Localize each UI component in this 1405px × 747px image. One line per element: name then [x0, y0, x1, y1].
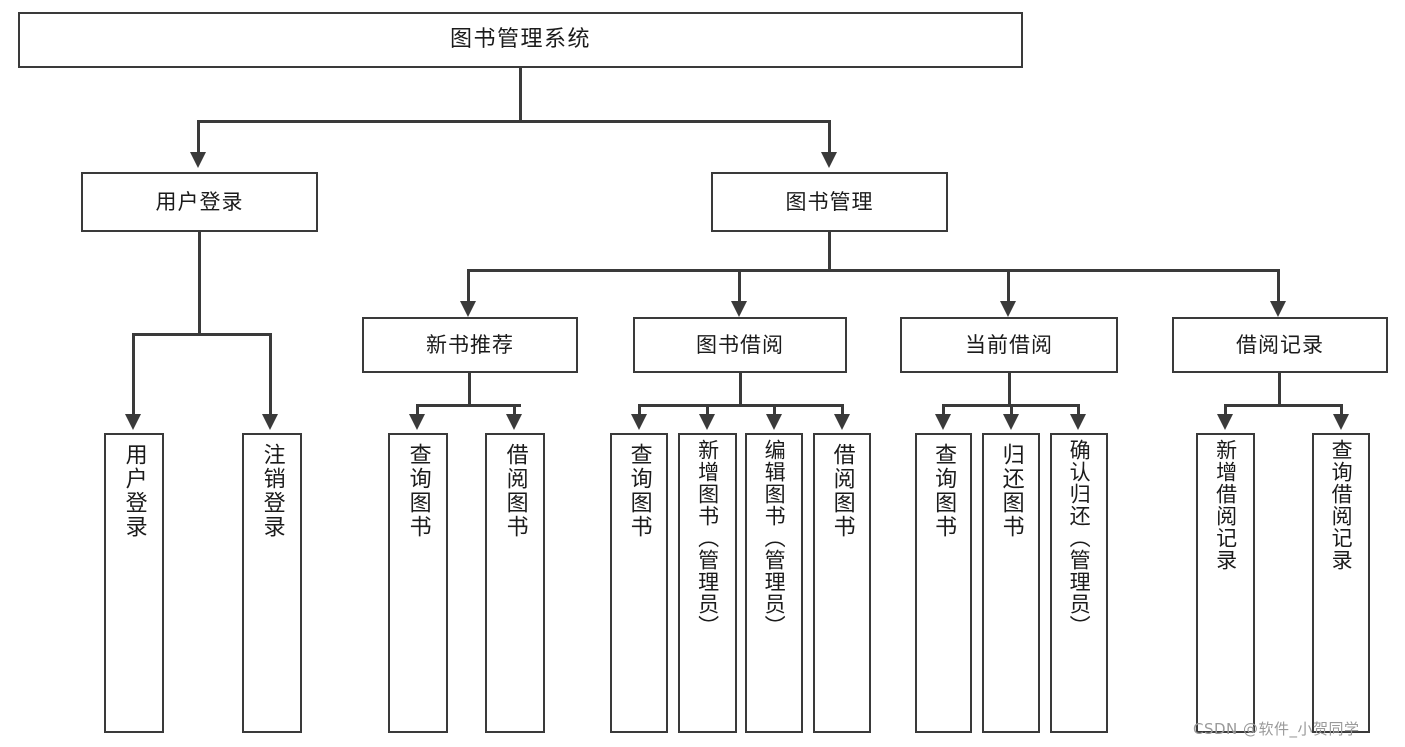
node-label: 归还图书 [998, 443, 1024, 539]
node-user-login[interactable]: 用户登录 [81, 172, 318, 232]
node-leaf-borrow-book-recommend[interactable]: 借阅图书 [485, 433, 545, 733]
connector-level2-bus [197, 120, 831, 123]
node-label: 新书推荐 [426, 332, 514, 357]
node-label: 新增借阅记录 [1213, 439, 1238, 571]
connector-borrow-record-bus [1224, 404, 1342, 407]
node-leaf-query-borrow-record[interactable]: 查询借阅记录 [1312, 433, 1370, 733]
node-label: 用户登录 [121, 443, 147, 539]
node-label: 借阅图书 [829, 443, 855, 539]
connector-current-borrow-stem [1008, 373, 1011, 407]
arrowhead-return-book [1003, 414, 1019, 430]
connector-drop-new-book [467, 269, 470, 303]
node-leaf-return-book[interactable]: 归还图书 [982, 433, 1040, 733]
node-book-management[interactable]: 图书管理 [711, 172, 948, 232]
node-label: 编辑图书（管理员） [762, 439, 787, 637]
node-label: 查询图书 [405, 443, 431, 539]
node-leaf-logout-login[interactable]: 注销登录 [242, 433, 302, 733]
connector-drop-leaf-logout [269, 333, 272, 416]
node-label: 用户登录 [155, 189, 244, 214]
node-book-borrow[interactable]: 图书借阅 [633, 317, 847, 373]
node-borrow-record[interactable]: 借阅记录 [1172, 317, 1388, 373]
node-label: 图书借阅 [696, 332, 784, 357]
node-leaf-query-book-borrow[interactable]: 查询图书 [610, 433, 668, 733]
watermark-text: CSDN @软件_小贺同学 [1193, 720, 1360, 738]
node-label: 查询图书 [931, 443, 957, 539]
arrowhead-edit-book [766, 414, 782, 430]
connector-drop-query-book-2 [638, 404, 641, 416]
node-leaf-query-book-recommend[interactable]: 查询图书 [388, 433, 448, 733]
arrowhead-add-record [1217, 414, 1233, 430]
arrowhead-confirm-return [1070, 414, 1086, 430]
arrowhead-borrow-record [1270, 301, 1286, 317]
node-leaf-edit-book-admin[interactable]: 编辑图书（管理员） [745, 433, 803, 733]
arrowhead-query-book-1 [409, 414, 425, 430]
connector-drop-book-borrow [738, 269, 741, 303]
arrowhead-book-manage [821, 152, 837, 168]
node-label: 图书管理 [785, 189, 874, 214]
connector-root-stem [519, 68, 522, 122]
connector-drop-leaf-user-login [132, 333, 135, 416]
arrowhead-leaf-user-login [125, 414, 141, 430]
node-current-borrow[interactable]: 当前借阅 [900, 317, 1118, 373]
node-leaf-confirm-return-admin[interactable]: 确认归还（管理员） [1050, 433, 1108, 733]
node-leaf-query-book-current[interactable]: 查询图书 [915, 433, 972, 733]
connector-book-manage-stem [828, 232, 831, 272]
node-label: 查询图书 [626, 443, 652, 539]
connector-borrow-record-stem [1278, 373, 1281, 407]
connector-drop-add-record [1224, 404, 1227, 416]
connector-level3-bus [467, 269, 1279, 272]
connector-drop-return-book [1010, 404, 1013, 416]
connector-new-book-stem [468, 373, 471, 407]
arrowhead-query-record [1333, 414, 1349, 430]
arrowhead-query-book-3 [935, 414, 951, 430]
arrowhead-new-book [460, 301, 476, 317]
node-label: 图书管理系统 [449, 27, 591, 53]
connector-drop-edit-book [773, 404, 776, 416]
connector-drop-borrow-book-1 [513, 404, 516, 416]
connector-drop-current-borrow [1007, 269, 1010, 303]
connector-drop-borrow-record [1277, 269, 1280, 303]
connector-drop-query-record [1340, 404, 1343, 416]
node-label: 注销登录 [259, 443, 285, 539]
node-leaf-add-book-admin[interactable]: 新增图书（管理员） [678, 433, 737, 733]
arrowhead-book-borrow [731, 301, 747, 317]
node-new-book-recommend[interactable]: 新书推荐 [362, 317, 578, 373]
node-leaf-borrow-book-borrow[interactable]: 借阅图书 [813, 433, 871, 733]
connector-drop-user-login [197, 120, 200, 154]
node-book-management-system[interactable]: 图书管理系统 [18, 12, 1023, 68]
arrowhead-add-book [699, 414, 715, 430]
node-label: 借阅记录 [1236, 332, 1324, 357]
arrowhead-user-login [190, 152, 206, 168]
arrowhead-query-book-2 [631, 414, 647, 430]
node-label: 借阅图书 [502, 443, 528, 539]
node-leaf-user-login[interactable]: 用户登录 [104, 433, 164, 733]
arrowhead-leaf-logout [262, 414, 278, 430]
node-label: 当前借阅 [965, 332, 1053, 357]
arrowhead-borrow-book-2 [834, 414, 850, 430]
node-label: 新增图书（管理员） [695, 439, 720, 637]
node-label: 确认归还（管理员） [1067, 439, 1092, 637]
connector-drop-book-manage [828, 120, 831, 154]
connector-drop-confirm-return [1077, 404, 1080, 416]
connector-book-borrow-bus [638, 404, 843, 407]
connector-user-login-bus [132, 333, 270, 336]
connector-new-book-bus [416, 404, 521, 407]
arrowhead-borrow-book-1 [506, 414, 522, 430]
connector-drop-query-book-1 [416, 404, 419, 416]
connector-drop-query-book-3 [942, 404, 945, 416]
connector-drop-borrow-book-2 [841, 404, 844, 416]
connector-book-borrow-stem [739, 373, 742, 407]
node-leaf-add-borrow-record[interactable]: 新增借阅记录 [1196, 433, 1255, 733]
connector-user-login-stem [198, 232, 201, 335]
connector-drop-add-book [706, 404, 709, 416]
arrowhead-current-borrow [1000, 301, 1016, 317]
node-label: 查询借阅记录 [1329, 439, 1354, 571]
